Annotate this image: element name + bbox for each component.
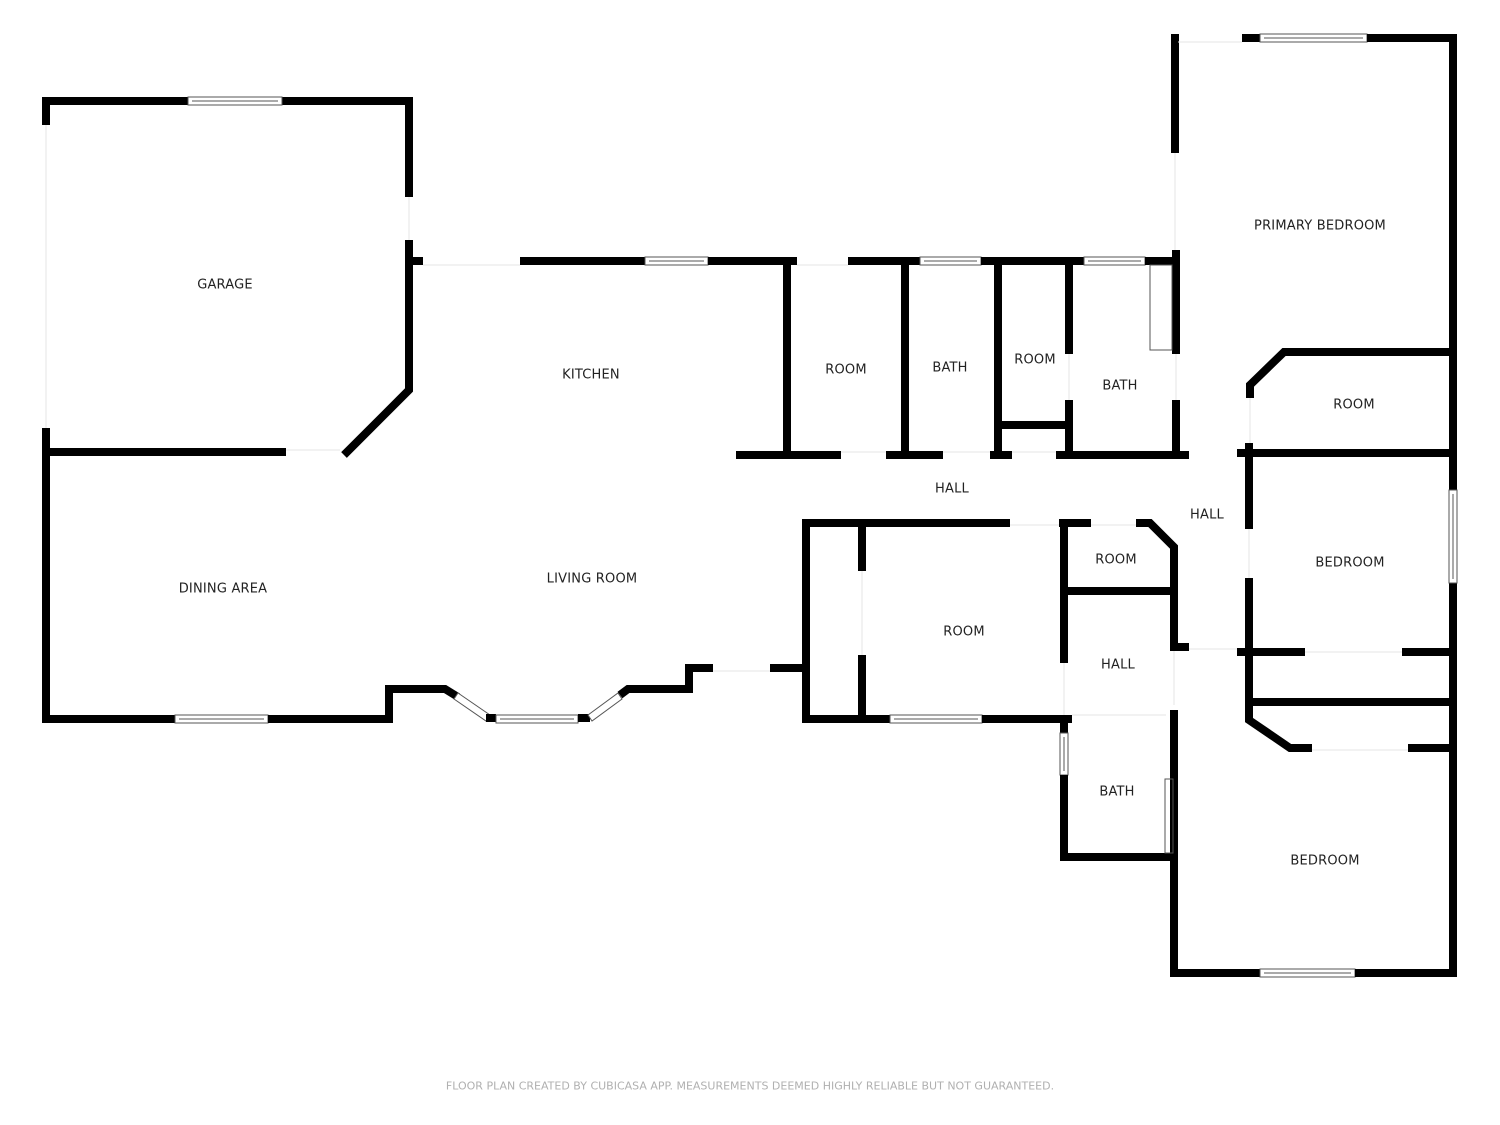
room-label-kitchen: KITCHEN [562, 367, 620, 383]
room-label-hall-1: HALL [935, 481, 969, 497]
primary-bedroom-walls [1171, 33, 1457, 977]
room-label-primary-bedroom: PRIMARY BEDROOM [1254, 218, 1386, 234]
room-label-bath-2: BATH [1102, 378, 1138, 394]
middle-row-walls [797, 250, 1189, 459]
bedroom-1-walls [1237, 443, 1458, 752]
disclaimer-footer: FLOOR PLAN CREATED BY CUBICASA APP. MEAS… [445, 1079, 1055, 1093]
room-label-bedroom-1: BEDROOM [1315, 555, 1385, 571]
room-label-bedroom-2: BEDROOM [1290, 853, 1360, 869]
room-label-room-5: ROOM [1095, 552, 1137, 568]
room-label-living-room: LIVING ROOM [546, 571, 638, 587]
room-label-hall-3: HALL [1101, 657, 1135, 673]
garage-walls [42, 96, 423, 723]
room-label-room-1: ROOM [825, 362, 867, 378]
bedroom-2-walls [1059, 710, 1457, 978]
room-label-hall-2: HALL [1190, 507, 1224, 523]
living-walls [46, 664, 803, 724]
kitchen-walls [423, 256, 841, 459]
room-label-bath-3: BATH [1099, 784, 1135, 800]
room-label-bath-1: BATH [932, 360, 968, 376]
lower-middle-walls [802, 519, 1237, 724]
room-label-room-2: ROOM [1014, 352, 1056, 368]
room-label-garage: GARAGE [197, 277, 253, 293]
room-label-room-4: ROOM [943, 624, 985, 640]
room-label-dining-area: DINING AREA [178, 581, 268, 597]
room-label-room-3: ROOM [1333, 397, 1375, 413]
